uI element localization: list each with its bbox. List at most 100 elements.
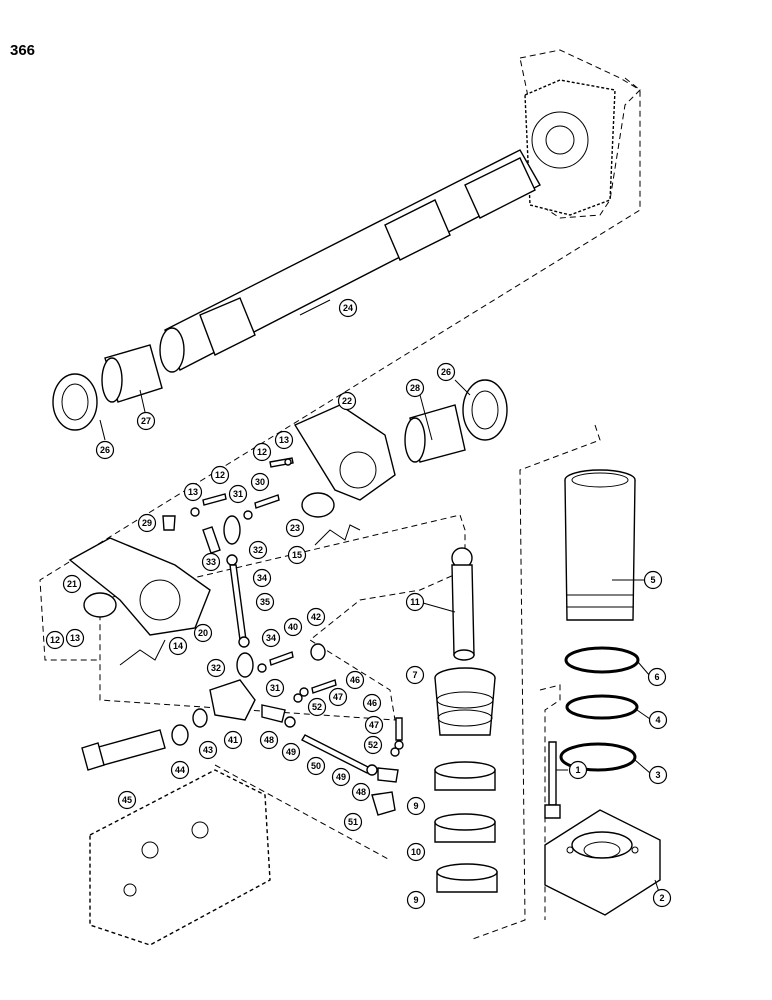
cap-21 bbox=[83, 592, 117, 618]
callout-51: 51 bbox=[343, 812, 363, 832]
svg-text:27: 27 bbox=[141, 416, 151, 426]
svg-text:21: 21 bbox=[67, 579, 77, 589]
bolt-12-mid bbox=[202, 493, 227, 506]
rod-35 bbox=[229, 564, 247, 641]
callout-49-left: 49 bbox=[281, 742, 301, 762]
seal-26-left bbox=[52, 373, 98, 431]
callout-20: 20 bbox=[193, 623, 213, 643]
svg-text:47: 47 bbox=[369, 720, 379, 730]
svg-text:32: 32 bbox=[211, 663, 221, 673]
bolt-46-lower bbox=[395, 717, 403, 741]
svg-text:26: 26 bbox=[441, 367, 451, 377]
callout-4: 4 bbox=[648, 710, 668, 730]
svg-text:43: 43 bbox=[203, 745, 213, 755]
callout-13-c: 13 bbox=[65, 628, 85, 648]
spring-clip-14 bbox=[119, 639, 166, 666]
svg-text:30: 30 bbox=[255, 477, 265, 487]
svg-text:49: 49 bbox=[336, 772, 346, 782]
cylinder-sleeve-5 bbox=[564, 469, 636, 621]
svg-text:31: 31 bbox=[233, 489, 243, 499]
svg-text:31: 31 bbox=[270, 683, 280, 693]
washer-43 bbox=[192, 708, 208, 728]
callout-26-right: 26 bbox=[436, 362, 456, 382]
valve-body bbox=[89, 769, 271, 946]
washer-31-upper bbox=[243, 510, 253, 520]
piston-7 bbox=[434, 667, 496, 736]
callout-41: 41 bbox=[223, 730, 243, 750]
leader-lines bbox=[99, 299, 661, 896]
callout-48-left: 48 bbox=[259, 730, 279, 750]
lift-arm-left bbox=[68, 537, 211, 636]
callout-12-c: 12 bbox=[45, 630, 65, 650]
svg-text:40: 40 bbox=[288, 622, 298, 632]
bushing-27 bbox=[101, 344, 163, 403]
link-rod-50 bbox=[301, 734, 371, 774]
svg-text:34: 34 bbox=[257, 573, 267, 583]
bolt-46-upper bbox=[311, 679, 337, 694]
callout-24: 24 bbox=[338, 298, 358, 318]
piston-group-outline bbox=[469, 424, 601, 941]
washer-47-upper bbox=[299, 687, 309, 697]
svg-text:7: 7 bbox=[412, 670, 417, 680]
svg-text:29: 29 bbox=[142, 518, 152, 528]
clevis-32-upper bbox=[223, 515, 241, 545]
svg-text:15: 15 bbox=[292, 550, 302, 560]
svg-text:52: 52 bbox=[312, 702, 322, 712]
svg-text:10: 10 bbox=[411, 847, 421, 857]
svg-text:4: 4 bbox=[655, 715, 660, 725]
callout-43: 43 bbox=[198, 740, 218, 760]
valve-group-outline bbox=[214, 764, 391, 861]
svg-text:41: 41 bbox=[228, 735, 238, 745]
callout-22: 22 bbox=[337, 391, 357, 411]
callout-23: 23 bbox=[285, 518, 305, 538]
cap-23 bbox=[301, 492, 335, 518]
callout-5: 5 bbox=[643, 570, 663, 590]
svg-text:3: 3 bbox=[655, 770, 660, 780]
washer-47-lower bbox=[394, 740, 404, 750]
svg-text:22: 22 bbox=[342, 396, 352, 406]
svg-text:23: 23 bbox=[290, 523, 300, 533]
bolt-40 bbox=[269, 651, 294, 666]
svg-text:14: 14 bbox=[173, 641, 183, 651]
svg-text:2: 2 bbox=[659, 893, 664, 903]
rod-end-48-left bbox=[261, 704, 286, 723]
pivot-bolt-45 bbox=[81, 729, 166, 771]
callout-21: 21 bbox=[62, 574, 82, 594]
ring-9-lower bbox=[436, 863, 498, 893]
nut-52-upper bbox=[293, 693, 303, 703]
callout-13-b: 13 bbox=[183, 482, 203, 502]
bushing-28 bbox=[404, 404, 466, 463]
callout-32-lower: 32 bbox=[206, 658, 226, 678]
bolt-30 bbox=[254, 494, 280, 509]
cylinder-head-2 bbox=[544, 809, 661, 916]
svg-text:13: 13 bbox=[70, 633, 80, 643]
callout-35: 35 bbox=[255, 592, 275, 612]
callout-15: 15 bbox=[287, 545, 307, 565]
callout-14: 14 bbox=[168, 636, 188, 656]
pin-33 bbox=[202, 526, 221, 554]
fitting-51 bbox=[371, 791, 396, 816]
svg-text:1: 1 bbox=[575, 765, 580, 775]
callout-44: 44 bbox=[170, 760, 190, 780]
callout-11: 11 bbox=[405, 592, 425, 612]
svg-text:42: 42 bbox=[311, 612, 321, 622]
seal-26-right bbox=[462, 379, 508, 441]
svg-text:32: 32 bbox=[253, 545, 263, 555]
shaft-group-outline bbox=[39, 77, 641, 661]
o-ring-6 bbox=[564, 646, 640, 674]
washer-13-upper bbox=[284, 458, 292, 466]
callout-30: 30 bbox=[250, 472, 270, 492]
svg-text:6: 6 bbox=[654, 672, 659, 682]
callout-47-lower: 47 bbox=[364, 715, 384, 735]
callout-45: 45 bbox=[117, 790, 137, 810]
callout-13-a: 13 bbox=[274, 430, 294, 450]
svg-text:24: 24 bbox=[343, 303, 353, 313]
svg-text:33: 33 bbox=[206, 557, 216, 567]
callout-49-right: 49 bbox=[331, 767, 351, 787]
callout-10: 10 bbox=[406, 842, 426, 862]
callout-9-upper: 9 bbox=[406, 796, 426, 816]
ring-10 bbox=[434, 813, 496, 843]
callout-52-lower: 52 bbox=[363, 735, 383, 755]
callout-34-lower: 34 bbox=[261, 628, 281, 648]
